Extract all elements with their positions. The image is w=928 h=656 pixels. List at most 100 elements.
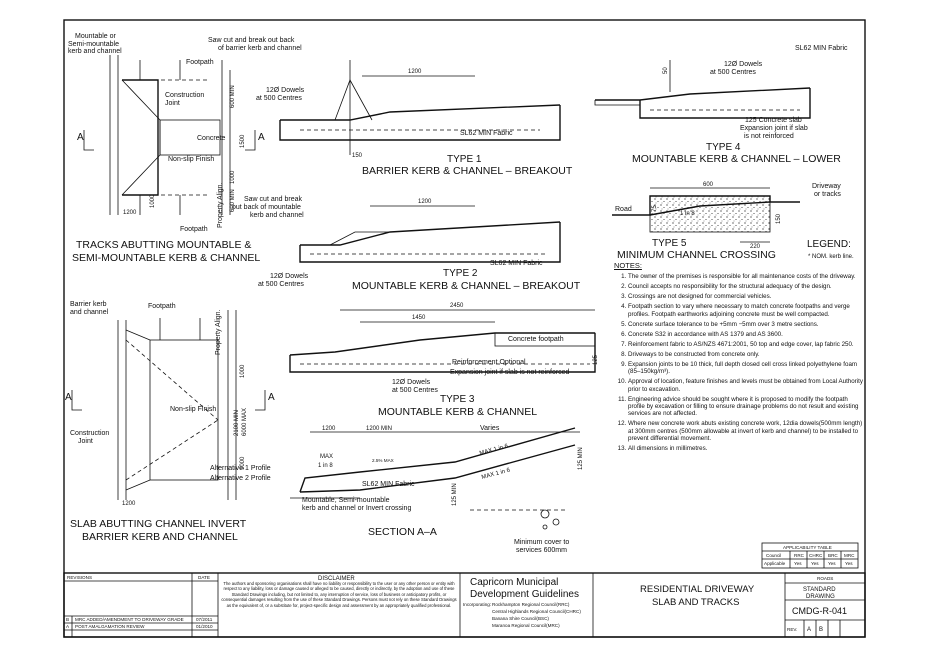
applicability-title: APPLICABILITY TABLE [783, 545, 832, 550]
type5-title-1: TYPE 5 [652, 238, 687, 249]
tracks-dim-1000-bottom: 1000 [150, 194, 156, 208]
type2-title-1: TYPE 2 [443, 268, 478, 279]
slab-label-joint: Joint [78, 438, 93, 445]
note-item: Footpath section to vary where necessary… [628, 303, 864, 318]
tracks-dim-600-top: 600 MIN [230, 85, 236, 108]
slab-label-barrier: Barrier kerb [70, 301, 107, 308]
type3-label-expansion: Expansion joint if slab is not reinforce… [450, 369, 570, 376]
section-aa-title: SECTION A–A [368, 526, 437, 538]
type1-title-2: BARRIER KERB & CHANNEL – BREAKOUT [362, 165, 573, 177]
type4-label-fabric: SL62 MIN Fabric [795, 45, 848, 52]
type4-label-dowels: 12Ø Dowels [724, 61, 763, 68]
type2-label-sawcut: Saw cut and break [244, 196, 302, 203]
type5-label-driveway: Driveway [812, 183, 841, 190]
notes-panel: NOTES: The owner of the premises is resp… [614, 262, 864, 455]
type2-label-mountable: out back of mountable [232, 204, 301, 211]
note-item: Engineering advice should be sought wher… [628, 396, 864, 418]
type5-dim-75: 75 [652, 205, 658, 212]
notes-list: The owner of the premises is responsible… [614, 273, 864, 452]
type3-title-2: MOUNTABLE KERB & CHANNEL [378, 406, 537, 418]
section-aa-label-max: MAX [320, 454, 333, 460]
type1-section: 1200 150 Saw cut and break out back of b… [208, 37, 573, 177]
type2-section: 1200 Saw cut and break out back of mount… [232, 196, 581, 292]
section-aa-dim-1200: 1200 [322, 426, 336, 432]
revision-b-rev: B [66, 617, 69, 622]
rev-value-a: A [807, 627, 811, 633]
rev-value-b: B [819, 627, 823, 633]
tracks-label-footpath-top: Footpath [186, 59, 214, 66]
type4-dim-50: 50 [663, 67, 669, 74]
notes-heading: NOTES: [614, 261, 642, 270]
type3-label-centres: at 500 Centres [392, 387, 438, 394]
org-line-1: Capricorn Municipal [470, 577, 558, 588]
date-label: DATE [198, 575, 210, 580]
type3-label-footpath: Concrete footpath [508, 336, 564, 343]
note-item: Reinforcement fabric to AS/NZS 4671:2001… [628, 341, 864, 348]
type4-title-2: MOUNTABLE KERB & CHANNEL – LOWER [632, 153, 841, 165]
rev-label: REV. [787, 627, 797, 632]
type2-label-fabric: SL62 MIN Fabric [490, 260, 543, 267]
section-aa-label-max1in6-top: MAX 1 in 6 [479, 443, 510, 457]
type1-dim-1200: 1200 [408, 69, 422, 75]
applicability-mrc-value: Yes [845, 561, 853, 566]
title-block: REVISIONS DATE B MRC ADDED/AMENDMENT TO … [63, 572, 866, 638]
slab-section-mark-left: A [65, 392, 72, 403]
slab-label-construction: Construction [70, 430, 109, 437]
slab-label-alt1: Alternative 1 Profile [210, 465, 271, 472]
slab-dim-1200: 1200 [122, 501, 136, 507]
revision-b-text: MRC ADDED/AMENDMENT TO DRIVEWAY GRADE [75, 617, 184, 622]
tracks-label-nonslip: Non-slip Finish [168, 156, 214, 163]
drawing-title-1: RESIDENTIAL DRIVEWAY [640, 584, 755, 595]
type2-label-kerb: kerb and channel [250, 212, 304, 219]
tracks-label-concrete: Concrete [197, 135, 226, 142]
slab-label-alt2: Alternative 2 Profile [210, 475, 271, 482]
type5-title-2: MINIMUM CHANNEL CROSSING [617, 249, 776, 261]
revision-a-date: 01/2010 [196, 624, 213, 629]
applicability-rrc-value: Yes [794, 561, 802, 566]
type3-dim-2450: 2450 [450, 303, 464, 309]
revision-a-text: POST AMALGAMATION REVIEW [75, 624, 145, 629]
type1-label-sawcut: Saw cut and break out back [208, 37, 295, 44]
type1-label-fabric: SL62 MIN Fabric [460, 130, 513, 137]
council-4: Maranoa Regional Council(MRC) [492, 623, 560, 628]
type5-label-road: Road [615, 206, 632, 213]
note-item: Crossings are not designed for commercia… [628, 293, 864, 300]
section-aa-label-1in8: 1 in 8 [318, 463, 333, 469]
note-item: Where new concrete work abuts existing c… [628, 420, 864, 442]
slab-title-1: SLAB ABUTTING CHANNEL INVERT [70, 518, 247, 530]
tracks-dim-1000-right: 1000 [230, 170, 236, 184]
section-aa-label-services: services 600mm [516, 547, 567, 554]
tracks-label-mountable: Mountable or [75, 33, 117, 40]
tracks-label-kerb: kerb and channel [68, 48, 122, 55]
slab-label-and-channel: and channel [70, 309, 109, 316]
slab-dim-2100: 2100 MIN [234, 410, 240, 436]
tracks-label-footpath-bottom: Footpath [180, 226, 208, 233]
slab-label-footpath: Footpath [148, 303, 176, 310]
tracks-plan: A A Mountable or Semi-mountable kerb and… [68, 33, 265, 264]
slab-dim-1000-bottom: 1000 [240, 456, 246, 470]
incorporating-label: Incorporating: [463, 602, 491, 607]
legend-title: LEGEND: [807, 239, 851, 250]
council-2: Central Highlands Regional Council(CHRC) [492, 609, 581, 614]
type1-label-barrier: of barrier kerb and channel [218, 45, 302, 52]
type2-title-2: MOUNTABLE KERB & CHANNEL – BREAKOUT [352, 280, 581, 292]
tracks-label-joint: Joint [165, 100, 180, 107]
drawing-title-2: SLAB AND TRACKS [652, 597, 739, 608]
section-aa-dim-1200min: 1200 MIN [366, 426, 392, 432]
note-item: The owner of the premises is responsible… [628, 273, 864, 280]
type1-label-centres: at 500 Centres [256, 95, 302, 102]
legend-item: * NOM. kerb line. [808, 254, 854, 260]
applicability-table: APPLICABILITY TABLE Council RRC CHRC BRC… [761, 542, 859, 569]
type3-label-reinforcement: Reinforcement Optional [452, 359, 526, 366]
tracks-dim-1500: 1500 [240, 134, 246, 148]
type5-dim-220: 220 [750, 244, 761, 250]
type1-label-dowels: 12Ø Dowels [266, 87, 305, 94]
note-item: Expansion joints to be 10 thick, full de… [628, 361, 864, 376]
tracks-dim-1200: 1200 [123, 210, 137, 216]
type3-dim-125: 125 [593, 354, 599, 365]
type4-section: 50 SL62 MIN Fabric 12Ø Dowels at 500 Cen… [594, 45, 848, 165]
section-aa: 1200 1200 MIN Varies 125 MIN 125 MIN MAX… [290, 425, 584, 554]
type5-label-tracks: or tracks [814, 191, 841, 198]
council-1: Rockhampton Regional Council(RRC) [492, 602, 570, 607]
